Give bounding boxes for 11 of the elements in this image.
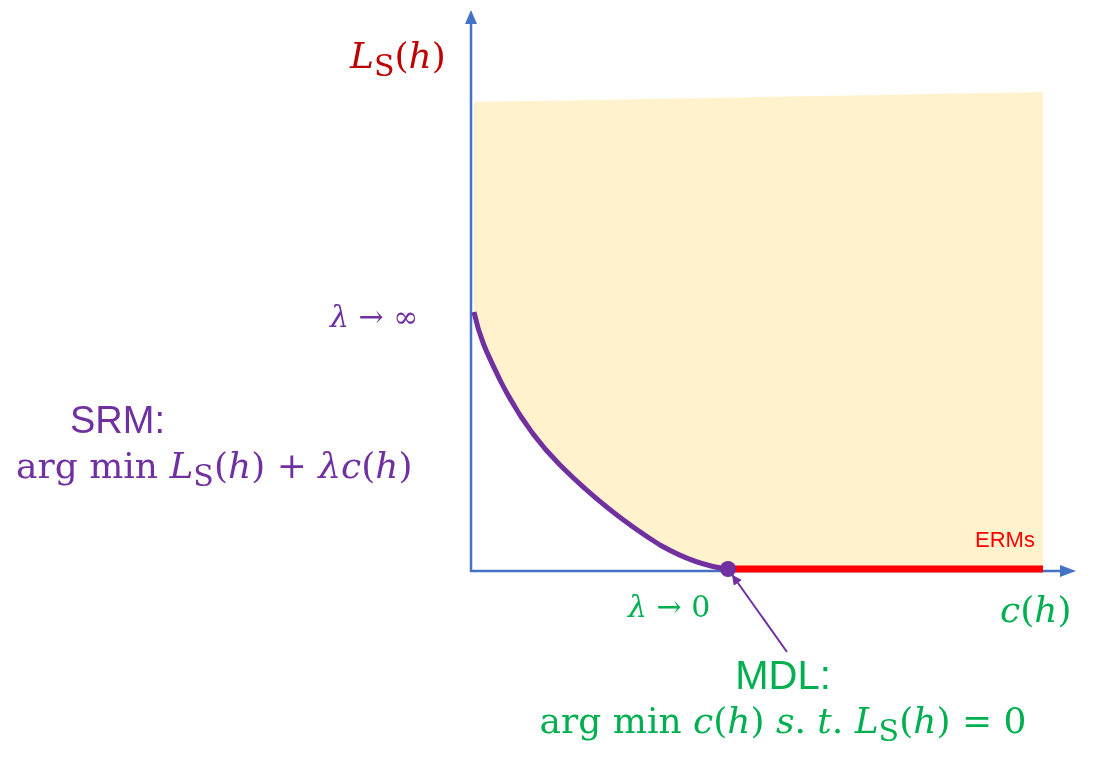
series-label: ERMs — [975, 528, 1035, 553]
method-heading: SRM: — [70, 400, 165, 442]
lambda-label: λ → ∞ — [330, 300, 419, 333]
axis-label: c(h) — [1000, 590, 1072, 630]
point-marker — [720, 561, 736, 577]
leader-arrow — [731, 574, 788, 653]
formula-label: arg min c(h) s. t. L$_{S}$(h) = 0 — [539, 699, 1027, 751]
axis-label: L$_{S}$(h) — [350, 36, 446, 83]
method-heading: MDL: — [735, 652, 831, 698]
lambda-label: λ → 0 — [628, 590, 711, 623]
formula-label: arg min L$_{S}$(h) + λc(h) — [16, 446, 413, 493]
